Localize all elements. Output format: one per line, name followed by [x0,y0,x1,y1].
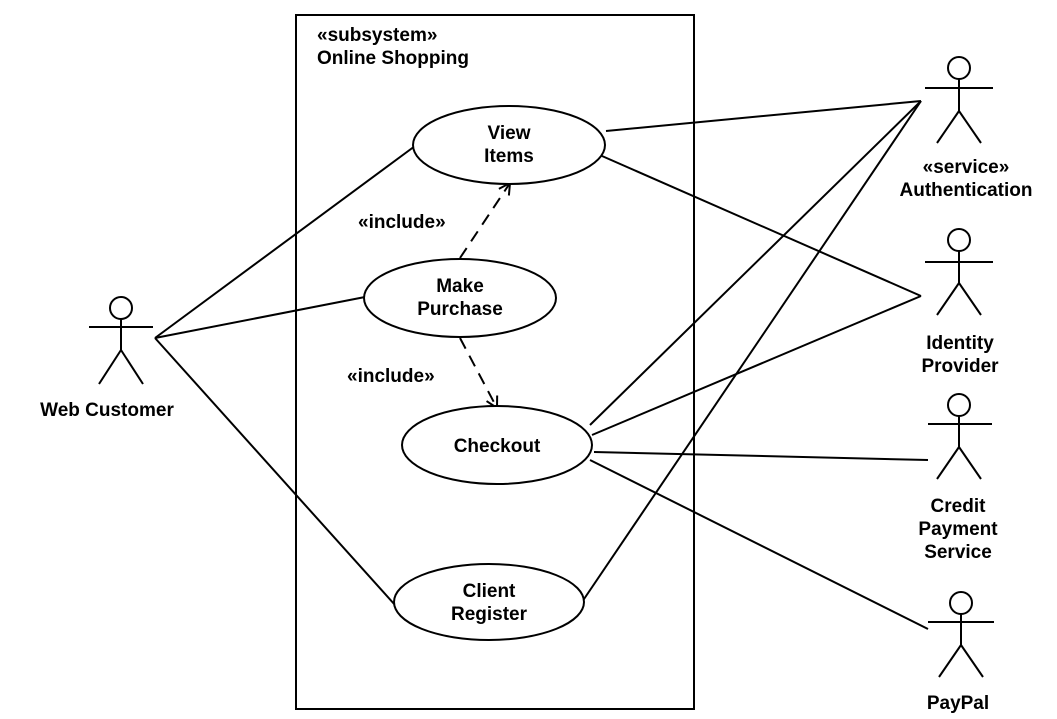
use-case-label: Make [436,276,484,297]
use-case-label: Client [463,581,516,602]
association-client-register-authentication [581,100,922,603]
use-case-checkout: Checkout [401,405,593,485]
use-case-label: View [488,123,531,144]
actor-authentication: «service» Authentication [900,56,1033,201]
include-arrow-checkout [459,337,497,408]
actor-web-customer: Web Customer [40,296,174,421]
association-view-items-authentication [605,100,922,132]
actor-credit-payment-service: Credit Payment Service [918,393,998,563]
association-checkout-paypal [589,459,929,630]
subsystem-boundary [295,14,695,710]
use-case-label: Purchase [417,299,503,320]
actor-label: Provider [921,356,999,377]
include-arrow-view-items [459,183,510,259]
association-customer-client-register [154,337,396,606]
use-case-client-register: Client Register [393,563,585,641]
actor-label: Authentication [900,180,1033,201]
association-customer-view-items [154,145,416,339]
actor-label: «service» [923,157,1010,178]
use-case-make-purchase: Make Purchase [363,258,557,338]
use-case-label: Checkout [454,436,541,457]
association-customer-make-purchase [154,296,366,339]
actor-label: Identity [926,333,994,354]
use-case-label: Items [484,146,534,167]
association-checkout-authentication [589,100,922,426]
actor-label: Credit [931,496,987,517]
use-case-label: Register [451,604,528,625]
actor-paypal: PayPal [927,591,994,714]
actor-label: PayPal [927,693,989,714]
actor-label: Payment [918,519,998,540]
use-case-view-items: View Items [412,105,606,185]
include-label-checkout: «include» [347,366,435,387]
actor-label: Web Customer [40,400,174,421]
actor-label: Service [924,542,992,563]
subsystem-stereotype: «subsystem» [317,25,437,46]
association-view-items-identity-provider [601,155,922,297]
association-checkout-credit-payment [593,451,929,461]
include-label-view-items: «include» [358,212,446,233]
subsystem-name: Online Shopping [317,48,469,69]
actor-identity-provider: Identity Provider [921,228,999,377]
association-checkout-identity-provider [591,295,922,436]
